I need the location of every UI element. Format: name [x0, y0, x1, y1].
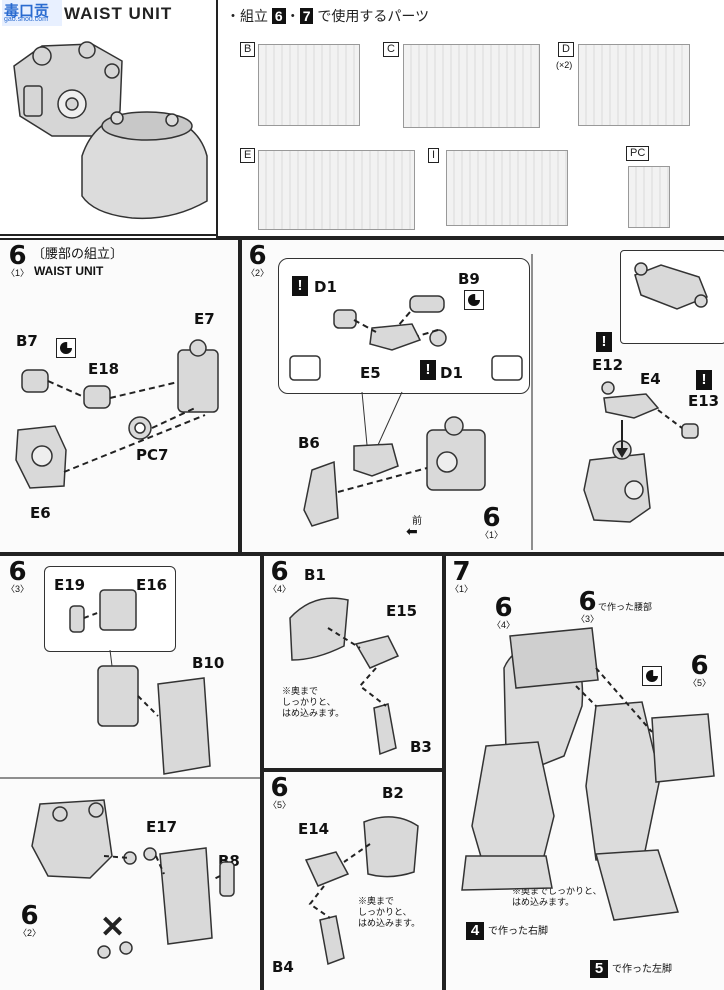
parts-heading: ・組立 6・7 で使用するパーツ	[226, 8, 430, 24]
label-pc7: PC7	[136, 446, 169, 464]
label-e17: E17	[146, 818, 178, 836]
incorrect-mark-icon: ✕	[100, 911, 126, 944]
runner-label-e: E	[240, 148, 256, 163]
ref-step-6-5: 6 〈5〉	[688, 651, 712, 688]
ref-step-6-3: 6 〈3〉	[576, 587, 600, 624]
label-e6: E6	[30, 504, 51, 522]
step-6-5-diagram	[304, 816, 419, 966]
label-b3: B3	[410, 738, 432, 756]
step-6-5-panel: 6 〈5〉 B2 E14 B4 ※奥まで しっかりと、 はめ込みます。	[262, 770, 444, 990]
runner-i	[446, 150, 568, 226]
step-7-1-badge: 7 〈1〉	[450, 557, 474, 594]
cut-icon	[56, 338, 76, 358]
label-b4: B4	[272, 958, 294, 976]
step-6-chip: 6	[271, 8, 286, 24]
step-6-4-badge: 6 〈4〉	[268, 557, 292, 594]
unit-title: WAIST UNIT	[64, 4, 173, 23]
label-e13: E13	[688, 392, 720, 410]
step-6-1-diagram	[15, 339, 219, 489]
logo-text: 毒口贡	[4, 3, 50, 20]
step-6-2-panel: 6 〈2〉 ! D1 B9 E5 ! D1 B6 前 ⬅ 6 〈1〉	[240, 238, 724, 554]
label-b6: B6	[298, 434, 320, 452]
right-leg-step-badge: 4	[466, 922, 484, 940]
runner-b	[258, 44, 360, 126]
step-6-4-panel: 6 〈4〉 B1 E15 B3 ※奥まで しっかりと、 はめ込みます。	[262, 554, 444, 770]
site-logo: 毒口贡 gao.shou.com	[2, 0, 62, 26]
runner-d-count: (×2)	[556, 60, 573, 70]
step-7-1-panel: 7 〈1〉 6 〈4〉 6 〈3〉 で作った腰部 6 〈5〉 ※奥までしっかりと…	[444, 554, 724, 990]
label-d1-a: D1	[314, 278, 337, 296]
insert-note: ※奥まで しっかりと、 はめ込みます。	[282, 686, 345, 718]
step-6-3-badge: 6 〈3〉	[6, 557, 30, 594]
label-b7: B7	[16, 332, 38, 350]
step-6-2-diagram	[289, 254, 533, 550]
parts-panel: ・組立 6・7 で使用するパーツ B C D (×2) E I PC	[216, 0, 724, 238]
label-e16: E16	[136, 576, 168, 594]
inset-part-drawing	[634, 262, 708, 310]
label-b9: B9	[458, 270, 480, 288]
cut-icon	[642, 666, 662, 686]
label-e18: E18	[88, 360, 120, 378]
runner-label-b: B	[240, 42, 256, 57]
ref-step-6-4: 6 〈4〉	[492, 593, 516, 630]
runner-label-c: C	[383, 42, 399, 57]
right-leg-ref-text: で作った右脚	[488, 926, 548, 937]
step-6-1-title-en: WAIST UNIT	[34, 264, 104, 278]
label-e7: E7	[194, 310, 215, 328]
step-6-2-right-diagram	[583, 381, 699, 523]
label-b1: B1	[304, 566, 326, 584]
label-e14: E14	[298, 820, 330, 838]
front-arrow-icon: ⬅	[406, 523, 418, 539]
step-6-1-title-jp: 〔腰部の組立〕	[32, 246, 124, 261]
step-7-chip: 7	[299, 8, 314, 24]
step-6-3-panel: 6 〈3〉 E19 E16 B10 E17 B8 6 〈2〉 ✕	[0, 554, 262, 990]
runner-e	[258, 150, 415, 230]
runner-label-d: D	[558, 42, 574, 57]
ref-step-6-1: 6 〈1〉	[480, 503, 504, 540]
caution-icon: !	[420, 360, 436, 380]
step-6-2-badge: 6 〈2〉	[246, 241, 270, 278]
label-e12: E12	[592, 356, 624, 374]
left-leg-ref-text: で作った左脚	[612, 964, 672, 975]
header-panel: 毒口贡 gao.shou.com WAIST UNIT	[0, 0, 216, 236]
step-7-1-diagram	[461, 627, 715, 921]
waist-ref-text: で作った腰部	[598, 602, 653, 612]
front-direction-label: 前	[412, 516, 422, 527]
cut-icon	[464, 290, 484, 310]
label-d1-b: D1	[440, 364, 463, 382]
step-6-4-diagram	[289, 597, 400, 756]
caution-icon: !	[696, 370, 712, 390]
label-b10: B10	[192, 654, 225, 672]
runner-d	[578, 44, 690, 126]
ref-step-6-2: 6 〈2〉	[18, 901, 42, 938]
step-6-3-diagram	[0, 589, 260, 959]
insert-note: ※奥まで しっかりと、 はめ込みます。	[358, 896, 421, 928]
caution-icon: !	[292, 276, 308, 296]
label-e15: E15	[386, 602, 418, 620]
label-e4: E4	[640, 370, 661, 388]
logo-url: gao.shou.com	[4, 16, 48, 23]
label-e19: E19	[54, 576, 86, 594]
runner-pc	[628, 166, 670, 228]
label-e5: E5	[360, 364, 381, 382]
step-6-2-inset	[620, 250, 724, 344]
runner-label-pc: PC	[626, 146, 650, 161]
step-6-1-panel: 6 〈1〉 〔腰部の組立〕 WAIST UNIT B7 E18 E7 PC7 E…	[0, 238, 240, 554]
runner-label-i: I	[428, 148, 440, 163]
caution-icon: !	[596, 332, 612, 352]
step-6-5-badge: 6 〈5〉	[268, 773, 292, 810]
waist-unit-illustration	[13, 41, 208, 220]
label-b2: B2	[382, 784, 404, 802]
runner-c	[403, 44, 540, 128]
left-leg-step-badge: 5	[590, 960, 608, 978]
insert-note: ※奥までしっかりと、 はめ込みます。	[512, 886, 602, 907]
step-6-1-badge: 6 〈1〉	[6, 241, 30, 278]
